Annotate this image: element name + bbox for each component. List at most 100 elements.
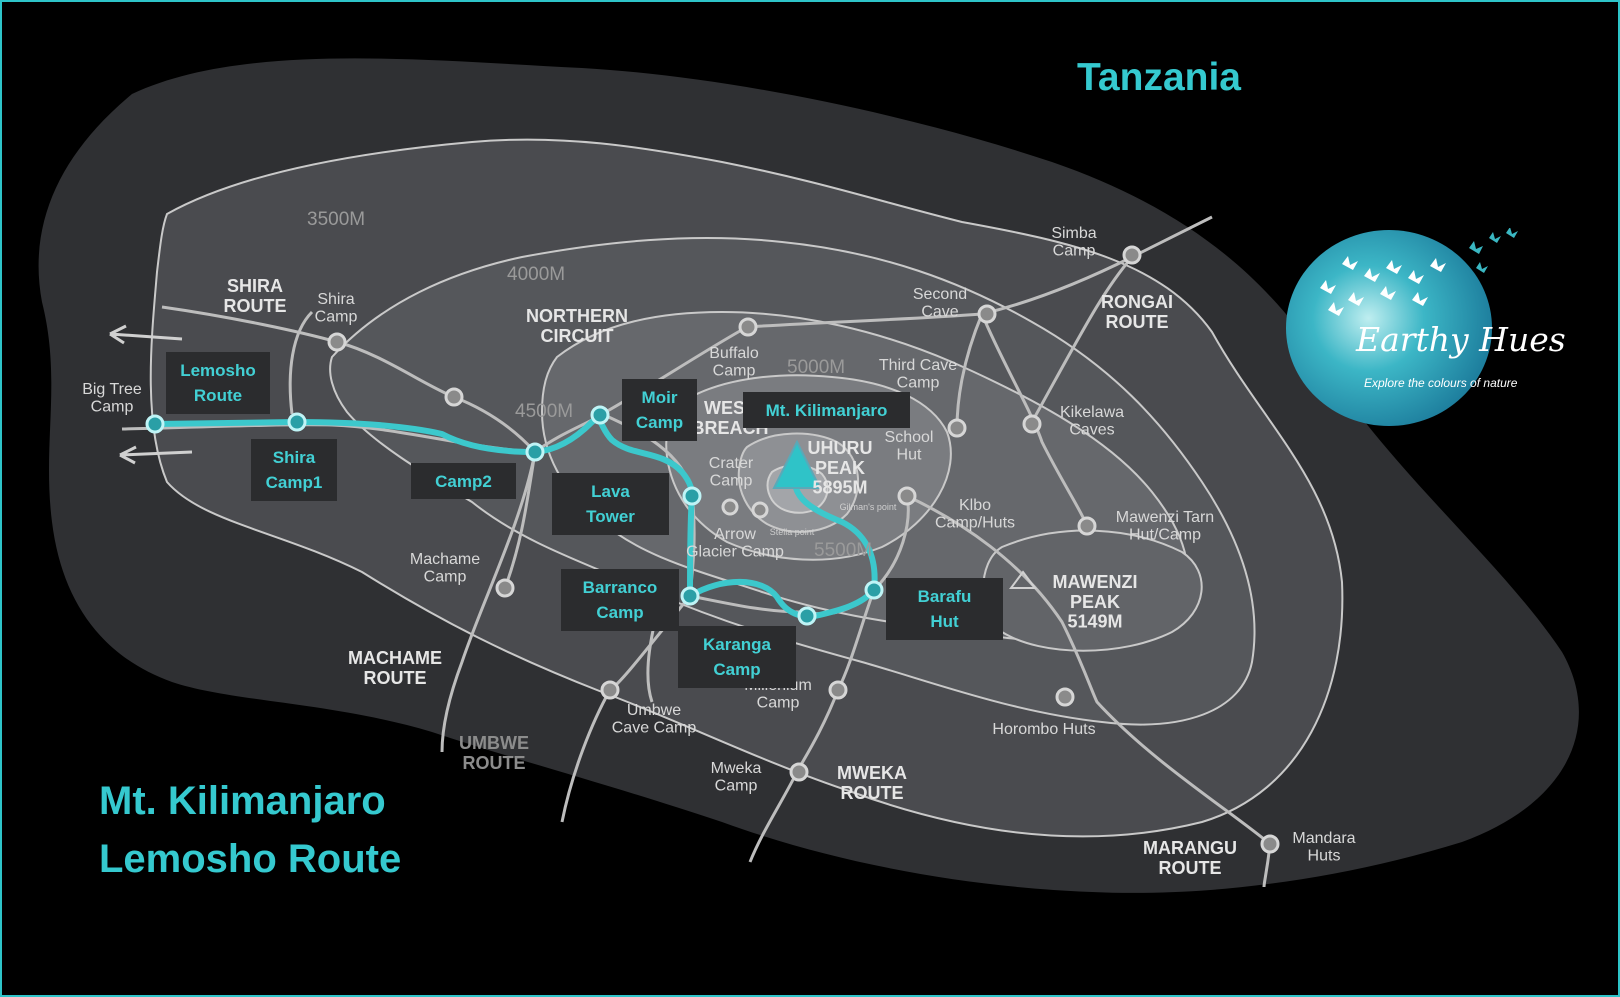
- label-machame-camp-line: Machame: [410, 551, 480, 568]
- mawenzi-peak-icon: [1009, 570, 1037, 589]
- route-label-rongai-line: ROUTE: [1106, 312, 1169, 332]
- elevation-label-5000: 5000M: [787, 357, 845, 378]
- country-title: Tanzania: [1077, 56, 1241, 99]
- logo-tagline: Explore the colours of nature: [1364, 376, 1518, 390]
- label-school-hut-line: Hut: [897, 447, 922, 464]
- map-title-line1: Mt. Kilimanjaro: [99, 779, 386, 823]
- label-gilmans-point: Gilman's point: [840, 502, 897, 512]
- label-mawenzi-tarn-line: Mawenzi Tarn: [1116, 509, 1214, 526]
- route-label-shira-line: ROUTE: [224, 296, 287, 316]
- map-title: Mt. Kilimanjaro Lemosho Route: [99, 772, 401, 888]
- label-second-cave-line: Second: [913, 286, 967, 303]
- label-stella-point-line: Stella point: [770, 527, 815, 537]
- stop-label-moir-camp: Moir Camp: [622, 379, 697, 441]
- label-uhuru-peak-line: UHURU: [808, 438, 873, 458]
- label-stella-point: Stella point: [770, 527, 815, 537]
- small-butterfly-icons: [1469, 227, 1518, 273]
- label-mawenzi-peak-line: PEAK: [1070, 592, 1120, 612]
- label-big-tree-camp-line: Camp: [91, 399, 134, 416]
- label-umbwe-cave-camp-line: Umbwe: [627, 702, 681, 719]
- label-kikelawa-caves-line: Kikelawa: [1060, 404, 1124, 421]
- label-mweka-camp-line: Mweka: [711, 760, 762, 777]
- label-arrow-glacier-line: Glacier Camp: [686, 544, 784, 561]
- uhuru-peak-icon: [772, 439, 822, 489]
- label-horombo-huts-line: Horombo Huts: [992, 721, 1095, 738]
- stop-label-camp2: Camp2: [411, 463, 516, 499]
- route-label-northern-circuit-line: NORTHERN: [526, 306, 628, 326]
- route-label-machame-line: MACHAME: [348, 648, 442, 668]
- stop-label-karanga-camp: Karanga Camp: [678, 626, 796, 688]
- label-millenium-camp-line: Camp: [757, 695, 800, 712]
- label-machame-camp-line: Camp: [424, 569, 467, 586]
- label-umbwe-cave-camp-line: Cave Camp: [612, 720, 697, 737]
- label-uhuru-peak-line: 5895M: [812, 478, 867, 498]
- route-label-marangu-line: MARANGU: [1143, 838, 1237, 858]
- earthy-hues-logo: Earthy Hues Explore the colours of natur…: [1284, 227, 1594, 428]
- exit-arrow-icons: [109, 324, 193, 465]
- label-buffalo-camp-line: Camp: [713, 363, 756, 380]
- route-label-mweka-line: ROUTE: [841, 783, 904, 803]
- route-stop-markers: [145, 405, 884, 626]
- elevation-label-3500: 3500M: [307, 209, 365, 230]
- label-third-cave-camp-line: Third Cave: [879, 357, 957, 374]
- elevation-label-4000: 4000M: [507, 264, 565, 285]
- route-label-marangu-line: ROUTE: [1159, 858, 1222, 878]
- route-label-northern-circuit-line: CIRCUIT: [541, 326, 614, 346]
- label-mandara-huts-line: Mandara: [1292, 830, 1355, 847]
- stop-label-barafu-hut: Barafu Hut: [886, 578, 1003, 640]
- label-gilmans-point-line: Gilman's point: [840, 502, 897, 512]
- stop-label-lemosho-route: Lemosho Route: [166, 352, 270, 414]
- label-mandara-huts-line: Huts: [1308, 848, 1341, 865]
- label-third-cave-camp-line: Camp: [897, 375, 940, 392]
- camp-markers: [327, 245, 1280, 854]
- label-horombo-huts: Horombo Huts: [992, 721, 1095, 738]
- map-title-line2: Lemosho Route: [99, 837, 402, 881]
- label-mawenzi-tarn-line: Hut/Camp: [1129, 527, 1201, 544]
- stop-label-lava-tower: Lava Tower: [552, 473, 669, 535]
- stop-label-shira-camp1: Shira Camp1: [251, 439, 337, 501]
- label-crater-camp-line: Crater: [709, 455, 754, 472]
- label-kibo-camp-line: Camp/Huts: [935, 515, 1015, 532]
- label-big-tree-camp-line: Big Tree: [82, 381, 142, 398]
- route-label-machame-line: ROUTE: [364, 668, 427, 688]
- stop-label-mt-kilimanjaro: Mt. Kilimanjaro: [743, 392, 910, 428]
- label-kibo-camp-line: Klbo: [959, 497, 991, 514]
- stop-label-barranco-camp: Barranco Camp: [561, 569, 679, 631]
- label-shira-camp-line: Shira: [317, 291, 354, 308]
- logo-title: Earthy Hues: [1356, 320, 1566, 359]
- label-uhuru-peak-line: PEAK: [815, 458, 865, 478]
- label-school-hut-line: School: [885, 429, 934, 446]
- label-simba-camp-line: Camp: [1053, 243, 1096, 260]
- route-label-mweka-line: MWEKA: [837, 763, 907, 783]
- elevation-label-4500: 4500M: [515, 401, 573, 422]
- label-simba-camp-line: Simba: [1051, 225, 1096, 242]
- label-mawenzi-peak-line: 5149M: [1067, 612, 1122, 632]
- butterfly-icons: [1320, 256, 1446, 316]
- label-kikelawa-caves-line: Caves: [1069, 422, 1114, 439]
